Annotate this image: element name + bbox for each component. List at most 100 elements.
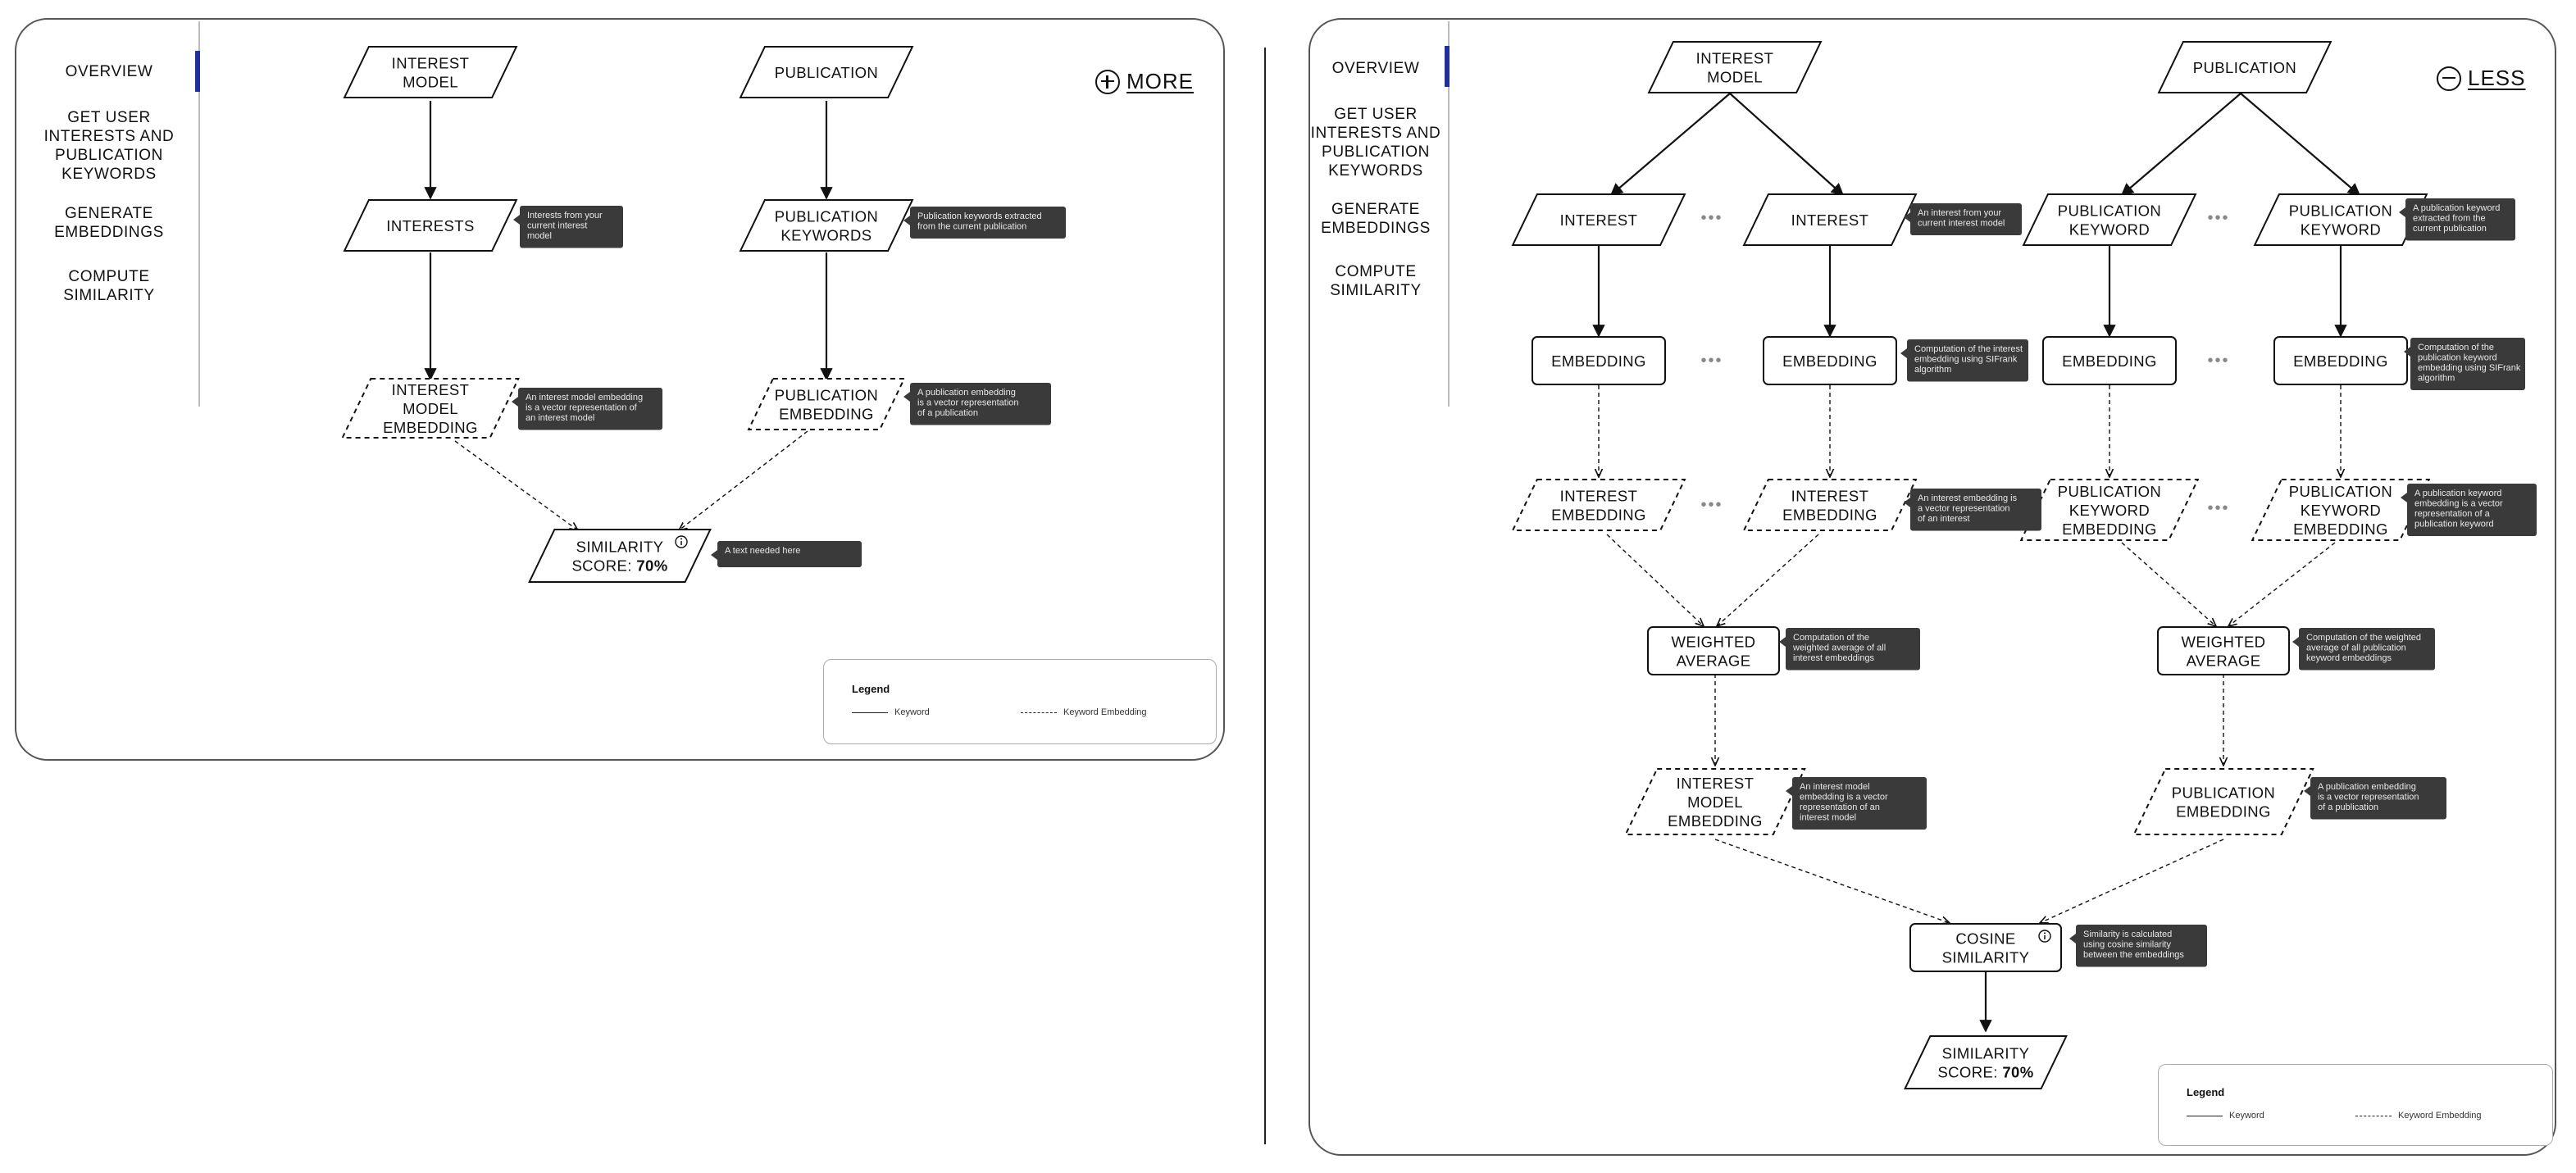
tooltip-keyword-embedding-computation-text: publication keyword: [2418, 353, 2497, 363]
node-cosine-similarity-label: COSINE: [1955, 930, 2015, 948]
node-interest-model-embedding-label: EMBEDDING: [383, 419, 478, 436]
node-publication-keyword-embedding-1-label: KEYWORD: [2069, 502, 2150, 519]
sidebar-nav: OVERVIEW GET USER INTERESTS AND PUBLICAT…: [16, 20, 200, 413]
tooltip-publication-embedding-text: A publication embedding: [2318, 782, 2416, 792]
legend: Legend Keyword Keyword Embedding: [2158, 1064, 2553, 1146]
node-embedding-2-shape: [1763, 336, 1897, 385]
node-interest-model-label: INTEREST: [392, 55, 470, 72]
tooltip-keyword-embedding-computation-text: algorithm: [2418, 374, 2455, 384]
minus-circle-icon: [2437, 66, 2461, 91]
node-embedding-2: EMBEDDING: [1763, 336, 1897, 385]
tooltip-interest-weighted-average-text: interest embeddings: [1793, 653, 1875, 663]
edge-keyword-embedding-2-to-average: [2228, 542, 2336, 626]
node-publication-keyword-2-label: PUBLICATION: [2289, 202, 2392, 220]
tooltip-similarity-score-text: A text needed here: [725, 546, 800, 556]
node-interests-shape: [343, 199, 518, 252]
node-interest-model-embedding-label: MODEL: [1687, 793, 1743, 811]
edge-publication-embedding-to-score: [679, 430, 808, 530]
tooltip-publication-embedding-text: is a vector representation: [2318, 793, 2419, 802]
node-interest-model-label: MODEL: [1707, 69, 1763, 86]
node-publication-embedding-label: EMBEDDING: [779, 406, 874, 423]
node-similarity-score-score: SCORE: 70%: [571, 557, 667, 575]
tooltip-interest-weighted-average-text: Computation of the: [1793, 633, 1869, 643]
node-publication-label: PUBLICATION: [2193, 59, 2296, 76]
node-interest-1-label: INTEREST: [1560, 211, 1638, 229]
node-interest-model-embedding-label: MODEL: [403, 400, 458, 417]
nav-item-overview[interactable]: OVERVIEW: [65, 63, 153, 80]
legend-label-keyword-embedding: Keyword Embedding: [2398, 1111, 2482, 1121]
tooltip-publication-embedding-text: is a vector representation: [917, 398, 1019, 408]
nav-item-generate-embeddings[interactable]: GENERATE EMBEDDINGS: [1321, 201, 1431, 237]
tooltip-interests-text: current interest: [527, 221, 587, 231]
diagram-nodes: INTERESTMODELPUBLICATIONINTERESTSPUBLICA…: [341, 41, 2431, 1089]
tooltip-publication-keyword-text: current publication: [2413, 224, 2487, 234]
node-publication-shape: [739, 46, 914, 98]
nav-item-compute-similarity[interactable]: COMPUTE SIMILARITY: [1330, 263, 1422, 299]
nav-item-get-user-interests[interactable]: GET USER INTERESTS AND PUBLICATION KEYWO…: [43, 109, 175, 183]
node-publication-embedding-shape: [747, 378, 906, 430]
node-publication: PUBLICATION: [2157, 41, 2333, 93]
node-interest-model-embedding: INTEREST MODEL EMBEDDING: [341, 378, 520, 439]
more-toggle-button[interactable]: MORE: [1095, 69, 1194, 94]
less-toggle-button[interactable]: LESS: [2437, 66, 2526, 91]
node-cosine-similarity-shape: [1909, 923, 2062, 972]
legend: Legend Keyword Keyword Embedding: [823, 659, 1217, 744]
tooltip-publication-keyword-text: A publication keyword: [2413, 203, 2500, 213]
sidebar-nav-detailed: OVERVIEW GET USER INTERESTS AND PUBLICAT…: [1310, 20, 1494, 413]
tooltip-publication-weighted-average-text: keyword embeddings: [2306, 653, 2392, 663]
more-toggle-label: MORE: [1126, 69, 1194, 93]
tooltip-interest-model-embedding-text: is a vector representation of: [526, 403, 638, 413]
ellipsis-icon: •••: [2207, 209, 2229, 227]
node-interest-weighted-average-label: AVERAGE: [1677, 652, 1751, 670]
node-embedding-4-shape: [2273, 336, 2408, 385]
info-icon[interactable]: [2038, 930, 2051, 943]
tooltip-publication-keywords-text: Publication keywords extracted: [917, 211, 1042, 221]
node-interest-1-shape: [1511, 193, 1686, 246]
tooltip-interest-embedding-text: An interest embedding is: [1918, 493, 2018, 503]
tooltip-cosine-similarity-text: between the embeddings: [2083, 950, 2184, 960]
tooltip-publication-embedding-text: of a publication: [917, 408, 978, 418]
tooltip-interests-text: model: [527, 231, 552, 241]
legend-title: Legend: [2187, 1086, 2225, 1098]
node-embedding-4-label: EMBEDDING: [2293, 352, 2388, 370]
node-embedding-4: EMBEDDING: [2273, 336, 2408, 385]
tooltip-interest-embedding-text: a vector representation: [1918, 504, 2010, 514]
tooltip-interest-text: current interest model: [1918, 219, 2005, 229]
node-interest-model-shape: [1647, 41, 1823, 93]
node-embedding-1-label: EMBEDDING: [1551, 352, 1646, 370]
less-toggle-label: LESS: [2468, 66, 2526, 90]
tooltip-interest-weighted-average-text: weighted average of all: [1792, 643, 1886, 653]
node-publication-keyword-embedding-2-label: EMBEDDING: [2293, 521, 2388, 538]
edge-interest-embedding-2-to-average: [1717, 534, 1819, 626]
nav-item-get-user-interests[interactable]: GET USER INTERESTS AND PUBLICATION KEYWO…: [1310, 106, 1441, 180]
node-interest-model-embedding-label: INTEREST: [392, 381, 470, 398]
node-publication-keyword-embedding-1-label: PUBLICATION: [2058, 483, 2161, 500]
node-publication-keywords-shape: [739, 199, 914, 252]
nav-item-generate-embeddings[interactable]: GENERATE EMBEDDINGS: [54, 205, 164, 241]
tooltip-publication-keyword-embedding-text: embedding is a vector: [2414, 499, 2503, 509]
legend-title: Legend: [852, 683, 890, 695]
tooltip-interest-embedding-computation-text: Computation of the interest: [1914, 344, 2023, 354]
ellipsis-icon: •••: [2207, 499, 2229, 517]
tooltip-publication-weighted-average-text: Computation of the weighted: [2306, 633, 2421, 643]
tooltip-publication-keyword-text: extracted from the: [2413, 214, 2486, 224]
node-publication-keyword-embedding-2-shape: [2251, 479, 2431, 541]
node-publication-keyword-embedding-1-shape: [2019, 479, 2200, 541]
tooltip-publication-weighted-average-text: average of all publication: [2306, 643, 2406, 653]
node-interest-weighted-average-label: WEIGHTED: [1672, 634, 1756, 651]
edge-interest-embedding-to-score: [454, 440, 578, 530]
node-interest-2-label: INTEREST: [1791, 211, 1869, 229]
nav-item-compute-similarity[interactable]: COMPUTE SIMILARITY: [63, 268, 155, 304]
info-icon[interactable]: [675, 535, 688, 548]
tooltip-publication-embedding-text: of a publication: [2318, 802, 2378, 812]
node-publication-keyword-1-shape: [2022, 193, 2197, 246]
nav-item-overview[interactable]: OVERVIEW: [1331, 60, 1420, 77]
